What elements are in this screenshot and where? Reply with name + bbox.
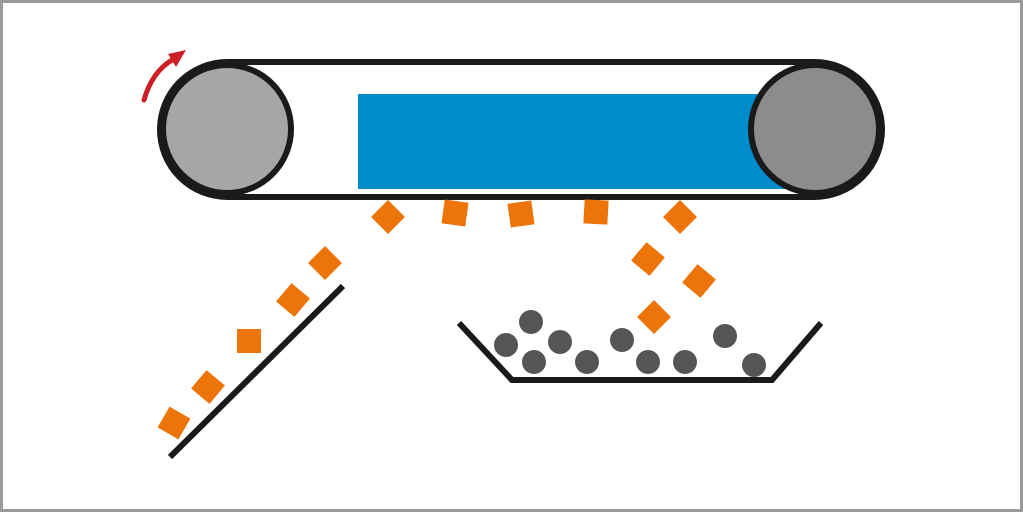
left-pulley [160,62,294,196]
grey-particle [494,333,518,357]
orange-particle [682,264,716,298]
grey-particle [575,350,599,374]
collection-bin [456,320,824,383]
orange-particle [583,199,609,225]
orange-particle [631,242,665,276]
orange-particle [191,370,225,404]
grey-particle [548,330,572,354]
right-pulley [748,62,882,196]
inclined-chute [167,283,346,460]
grey-particle [673,350,697,374]
rotation-arrow-icon [141,50,186,103]
magnet-block [358,94,798,189]
orange-particle [276,283,310,317]
grey-particle [610,328,634,352]
orange-particle [441,199,469,227]
grey-particle [742,353,766,377]
grey-particle [636,350,660,374]
grey-particle [519,310,543,334]
orange-particle [157,406,191,440]
grey-particle [522,350,546,374]
orange-particle [237,329,261,353]
collected-particles [494,310,766,377]
orange-particle [507,200,535,228]
grey-particle [713,324,737,348]
